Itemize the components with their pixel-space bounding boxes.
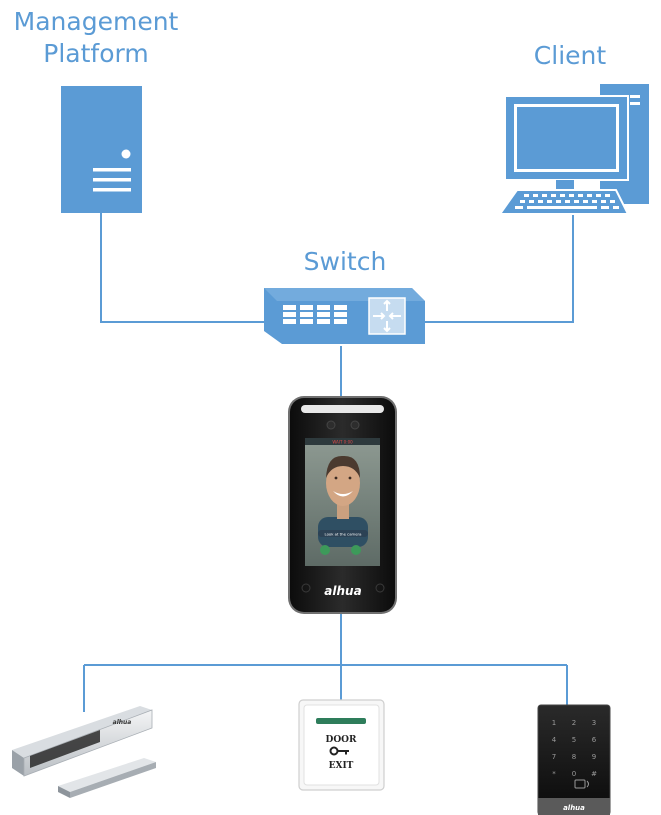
- exit-label-door: DOOR: [326, 735, 357, 745]
- keypad-key: 8: [572, 753, 576, 761]
- screen-button-icon: [351, 545, 361, 555]
- keypad-key: 0: [572, 770, 576, 778]
- switch-ports: [283, 305, 347, 324]
- screen-prompt-text: Look at the camera: [325, 532, 362, 537]
- device-brand-logo: alhua: [324, 584, 361, 598]
- keypad-key: 9: [592, 753, 596, 761]
- switch-label: Switch: [303, 247, 387, 276]
- keypad-key: 6: [592, 736, 597, 744]
- keypad-key: 1: [552, 719, 556, 727]
- client-to-switch-line: [413, 215, 574, 323]
- switch-icon: [264, 288, 425, 344]
- card-tap-icon: [574, 779, 589, 789]
- exit-indicator-strip: [316, 718, 366, 724]
- card-reader: 1 2 3 4 5 6 7 8 9 * 0 # alhua: [537, 704, 611, 815]
- reader-brand-logo: alhua: [563, 804, 585, 812]
- key-icon: [329, 746, 349, 756]
- screen-status-text: WAIT 0:00: [332, 440, 353, 445]
- computer-icon: [498, 84, 649, 215]
- management-label-line1: Management: [13, 7, 179, 36]
- fill-light: [301, 405, 384, 413]
- server-icon: [61, 86, 142, 213]
- keypad-key: 7: [552, 753, 556, 761]
- keypad-key: *: [552, 770, 556, 778]
- client-label: Client: [533, 41, 607, 70]
- exit-label-exit: EXIT: [329, 761, 354, 771]
- magnetic-lock: alhua: [12, 706, 156, 798]
- keypad-key: 5: [572, 736, 576, 744]
- face-recognition-terminal: WAIT 0:00 Look at the camera alhua: [288, 396, 397, 614]
- keypad-key: 4: [552, 736, 557, 744]
- screen-button-icon: [320, 545, 330, 555]
- connection-lines: [83, 212, 574, 712]
- keypad-key: #: [591, 770, 597, 778]
- keypad: 1 2 3 4 5 6 7 8 9 * 0 #: [552, 719, 597, 778]
- management-label-line2: Platform: [43, 39, 149, 68]
- lock-brand-logo: alhua: [113, 719, 132, 726]
- server-to-switch-line: [100, 212, 268, 323]
- switch-arrows-icon: [373, 299, 401, 333]
- management-platform-label: Management Platform: [8, 6, 184, 70]
- camera-lens-icon: [350, 420, 360, 430]
- exit-button-device: DOOR EXIT: [298, 699, 385, 791]
- keypad-key: 3: [592, 719, 596, 727]
- keypad-key: 2: [572, 719, 576, 727]
- camera-lens-icon: [326, 420, 336, 430]
